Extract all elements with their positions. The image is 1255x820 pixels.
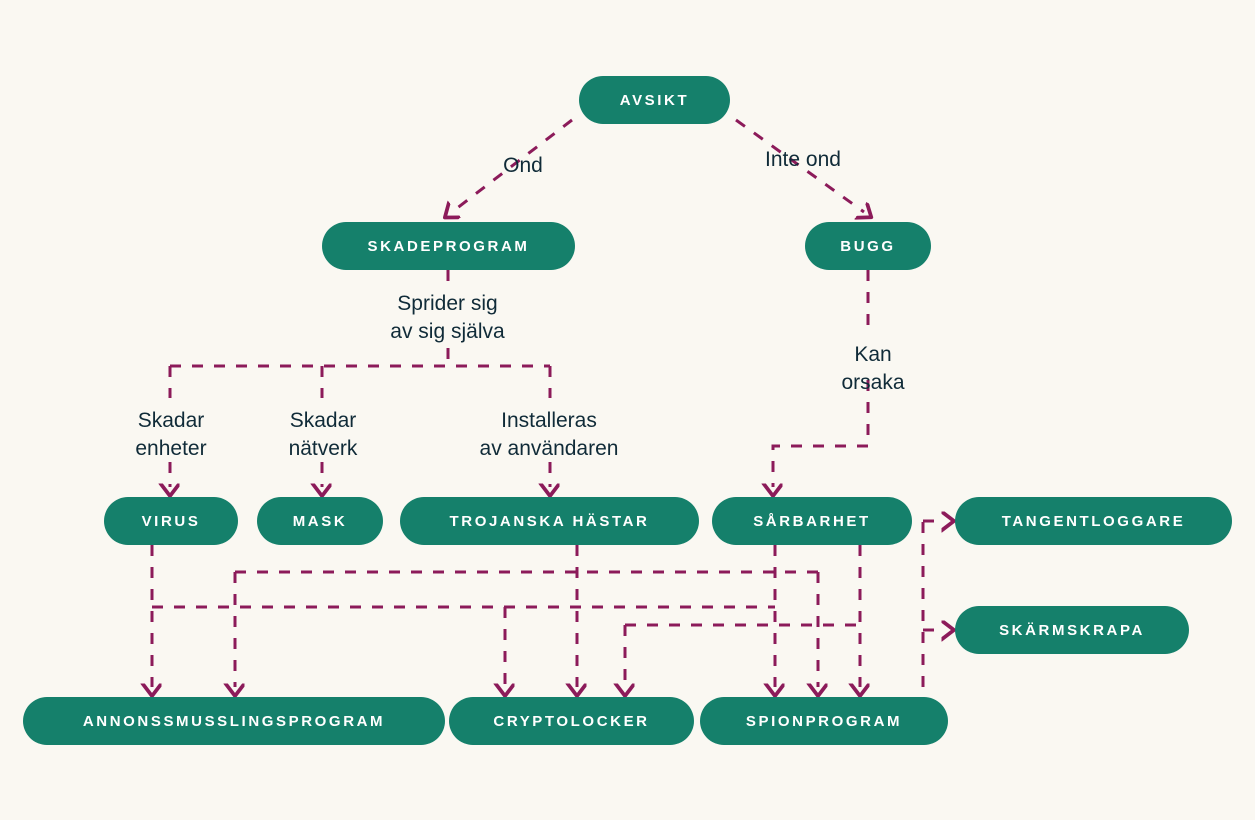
node-cryptolocker[interactable]: CRYPTOLOCKER — [449, 697, 694, 745]
node-avsikt[interactable]: AVSIKT — [579, 76, 730, 124]
node-spionprogram[interactable]: SPIONPROGRAM — [700, 697, 948, 745]
edge-label-ond: Ond — [503, 154, 543, 177]
node-label: SPIONPROGRAM — [745, 712, 903, 730]
node-label: ANNONSSMUSSLINGSPROGRAM — [82, 712, 386, 730]
edge-label-kan-orsaka: Kan orsaka — [841, 343, 905, 394]
node-label: MASK — [292, 512, 348, 530]
node-label: TANGENTLOGGARE — [1001, 512, 1186, 530]
node-label: SKADEPROGRAM — [367, 237, 530, 255]
node-label: CRYPTOLOCKER — [493, 712, 650, 730]
edge-label-skadar-enheter: Skadar enheter — [135, 409, 207, 460]
node-label: SÅRBARHET — [753, 512, 871, 530]
node-label: TROJANSKA HÄSTAR — [449, 512, 650, 530]
node-tangentloggare[interactable]: TANGENTLOGGARE — [955, 497, 1232, 545]
node-trojanska[interactable]: TROJANSKA HÄSTAR — [400, 497, 699, 545]
node-label: SKÄRMSKRAPA — [999, 621, 1145, 639]
node-virus[interactable]: VIRUS — [104, 497, 238, 545]
node-skadeprogram[interactable]: SKADEPROGRAM — [322, 222, 575, 270]
edge-label-inte-ond: Inte ond — [765, 148, 841, 171]
node-skarmskrapa[interactable]: SKÄRMSKRAPA — [955, 606, 1189, 654]
node-annons[interactable]: ANNONSSMUSSLINGSPROGRAM — [23, 697, 445, 745]
node-label: BUGG — [840, 237, 896, 255]
node-mask[interactable]: MASK — [257, 497, 383, 545]
node-bugg[interactable]: BUGG — [805, 222, 931, 270]
node-sarbarhet[interactable]: SÅRBARHET — [712, 497, 912, 545]
edge-label-skadar-natverk: Skadar nätverk — [288, 409, 358, 460]
edge-label-sprider: Sprider sig av sig själva — [390, 292, 505, 343]
node-label: VIRUS — [141, 512, 201, 530]
edge-label-installeras: Installeras av användaren — [479, 409, 619, 460]
node-label: AVSIKT — [619, 91, 690, 109]
